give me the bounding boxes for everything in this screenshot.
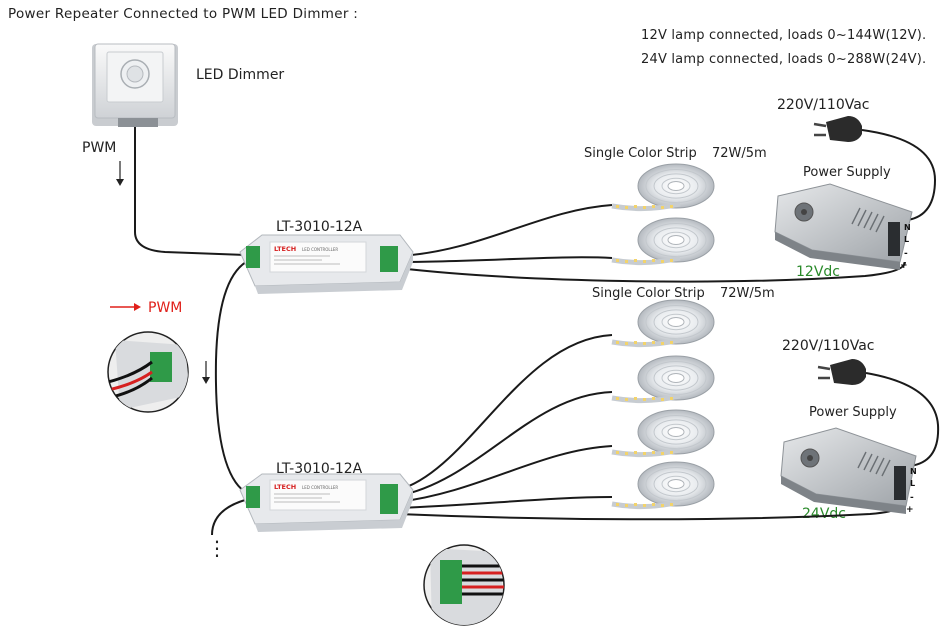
pwm-red-arrow-icon [110, 303, 141, 311]
repeater-2-input-terminal [246, 486, 260, 508]
output-terminal-inset [423, 544, 505, 626]
wire-dimmer-to-repeater1 [134, 127, 247, 256]
repeater-2: LTECH LED CONTROLLER [239, 473, 414, 532]
wire-r1-strip1 [397, 204, 613, 257]
led-strip-reel [611, 299, 715, 348]
wire-r2-strip3 [397, 445, 613, 503]
ps2-mark-l: L [910, 479, 915, 488]
repeater-1-label: LT-3010-12A [276, 219, 363, 235]
mains-label-1: 220V/110Vac [777, 97, 870, 113]
wire-r2-strip4 [397, 496, 613, 509]
mains-cord-2 [865, 372, 940, 467]
power-supply-1: N L - + [774, 183, 913, 271]
ps1-mark-minus: - [904, 249, 908, 259]
wire-r2-strip1 [397, 334, 613, 491]
ps1-mark-n: N [904, 223, 911, 232]
strip-group-2-power: 72W/5m [720, 286, 775, 301]
repeater-2-label: LT-3010-12A [276, 461, 363, 477]
output-voltage-12v: 12Vdc [796, 264, 840, 280]
wire-r1-power-supply [397, 261, 906, 283]
ps1-mark-plus: + [900, 261, 908, 271]
power-supply-2-vents [857, 451, 891, 477]
power-supply-1-vents [851, 207, 885, 233]
repeater-2-product-text: LED CONTROLLER [302, 485, 338, 490]
pwm-label-red: PWM [148, 300, 183, 316]
led-strip-reel [611, 355, 715, 404]
led-dimmer-label: LED Dimmer [196, 67, 285, 83]
led-dimmer [92, 43, 178, 127]
ps1-mark-l: L [904, 235, 909, 244]
power-supply-2-terminal-block [894, 466, 906, 500]
power-supply-1-label: Power Supply [803, 165, 891, 180]
mains-cord-1 [861, 129, 937, 221]
led-strip-reels [611, 163, 715, 510]
power-supply-2-base [781, 476, 906, 514]
repeater-2-output-terminal [380, 484, 398, 514]
dimmer-knob-center [126, 65, 144, 83]
load-note-12v: 12V lamp connected, loads 0~144W(12V). [641, 28, 927, 43]
repeater-2-sticker [269, 479, 367, 511]
mains-label-2: 220V/110Vac [782, 338, 875, 354]
repeater-1-sticker [269, 241, 367, 273]
repeater-1-output-terminal [380, 246, 398, 272]
mains-plug-2-icon [817, 359, 866, 385]
wire-continuation [211, 499, 246, 536]
power-supply-2: N L - + [780, 427, 917, 515]
strip-group-1-label: Single Color Strip [584, 146, 697, 161]
power-supply-1-base [775, 232, 900, 270]
strip-group-2-label: Single Color Strip [592, 286, 705, 301]
power-supply-1-terminal-block [888, 222, 900, 256]
led-strip-reel [611, 461, 715, 510]
repeater-2-side [255, 490, 413, 532]
strip-group-1-power: 72W/5m [712, 146, 767, 161]
pwm-down-arrow-icon [116, 161, 124, 186]
wire-repeater1-to-repeater2 [214, 261, 247, 493]
led-strip-reel [611, 217, 715, 266]
repeater-1-side [255, 252, 413, 294]
repeater-2-brand: LTECH [274, 483, 296, 491]
continuation-dots: ⋮ [207, 536, 227, 560]
input-terminal-inset [107, 331, 189, 413]
ps2-mark-n: N [910, 467, 917, 476]
signal-down-arrow-icon [202, 361, 210, 384]
load-note-24v: 24V lamp connected, loads 0~288W(24V). [641, 52, 927, 67]
power-supply-2-label: Power Supply [809, 405, 897, 420]
ps2-mark-minus: - [910, 493, 914, 503]
led-strip-reel [611, 163, 715, 212]
repeater-1-product-text: LED CONTROLLER [302, 247, 338, 252]
diagram-title: Power Repeater Connected to PWM LED Dimm… [8, 6, 359, 22]
repeater-1-brand: LTECH [274, 245, 296, 253]
repeater-1: LTECH LED CONTROLLER [239, 234, 414, 294]
wire-r1-strip2 [397, 256, 613, 263]
ps2-mark-plus: + [906, 505, 914, 515]
dimmer-terminal [118, 118, 158, 127]
pwm-label-top: PWM [82, 140, 117, 156]
repeater-1-input-terminal [246, 246, 260, 268]
led-strip-reel [611, 409, 715, 458]
wire-r2-strip2 [397, 391, 613, 497]
mains-plug-1-icon [813, 116, 862, 142]
